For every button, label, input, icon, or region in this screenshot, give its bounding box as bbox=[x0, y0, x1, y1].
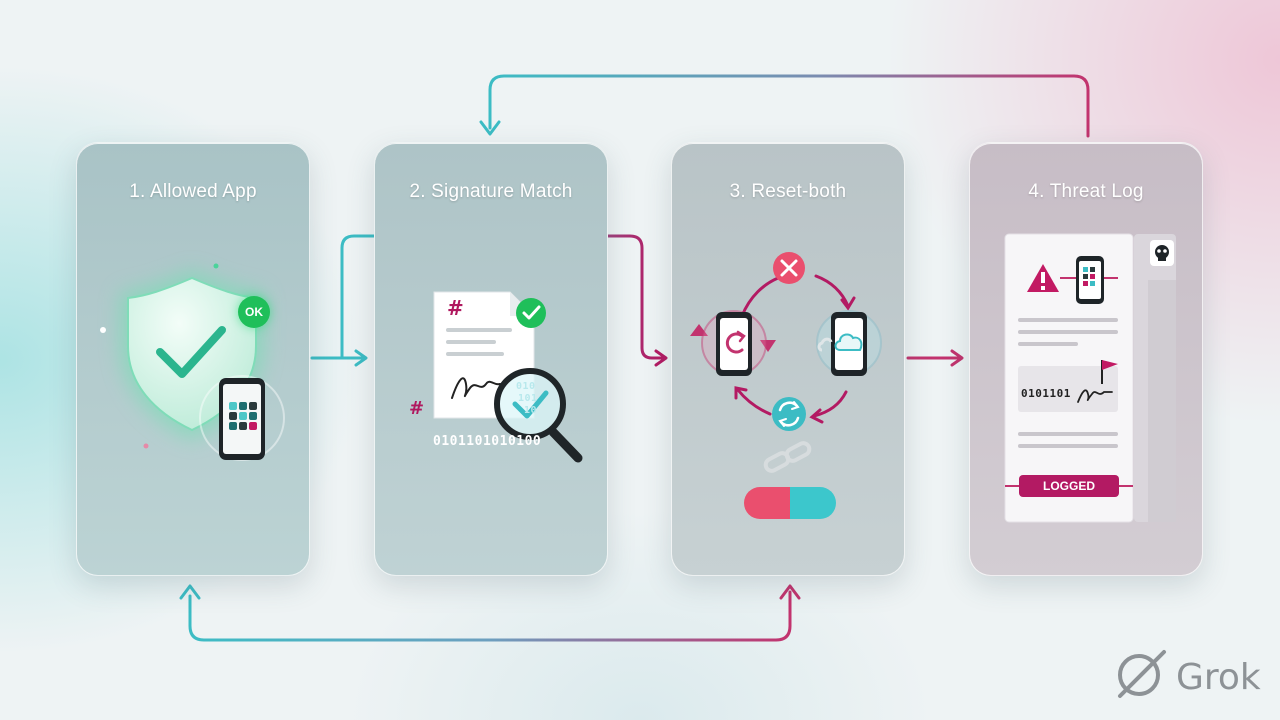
step-card-reset-both: 3. Reset-both bbox=[671, 142, 905, 576]
binary-overlay: 010 bbox=[516, 381, 536, 392]
arrowhead-up-right bbox=[779, 584, 801, 600]
arrowhead-up-left bbox=[179, 584, 201, 600]
step-title: 3. Reset-both bbox=[729, 181, 847, 202]
step-card-threat-log: 4. Threat Log bbox=[969, 142, 1203, 576]
binary-string: 0101101 bbox=[1021, 387, 1071, 400]
connector-1-2 bbox=[310, 234, 394, 360]
arrowhead-right bbox=[354, 349, 368, 367]
watermark-text: Grok bbox=[1176, 657, 1261, 698]
hash-symbol: # bbox=[409, 398, 425, 419]
step-card-signature-match: 2. Signature Match bbox=[374, 142, 608, 576]
connector-bottom-loop bbox=[188, 590, 792, 642]
hash-symbol: # bbox=[447, 296, 464, 320]
binary-overlay: 101 bbox=[518, 393, 538, 404]
connector-2-3 bbox=[398, 234, 666, 360]
step-title: 4. Threat Log bbox=[1028, 181, 1144, 202]
step-title: 1. Allowed App bbox=[129, 181, 257, 202]
step-card-allowed-app: 1. Allowed App bbox=[76, 142, 310, 576]
arrowhead-right-3 bbox=[654, 349, 668, 367]
ok-badge: OK bbox=[238, 296, 270, 328]
arrowhead-right-4 bbox=[950, 349, 964, 367]
logged-badge: LOGGED bbox=[1019, 475, 1119, 497]
arrowhead-down bbox=[479, 120, 501, 136]
binary-string: 0101101010100 bbox=[433, 434, 542, 449]
binary-overlay: 10 bbox=[524, 405, 538, 416]
step-title: 2. Signature Match bbox=[409, 181, 573, 202]
connector-top-loop bbox=[488, 74, 1090, 138]
